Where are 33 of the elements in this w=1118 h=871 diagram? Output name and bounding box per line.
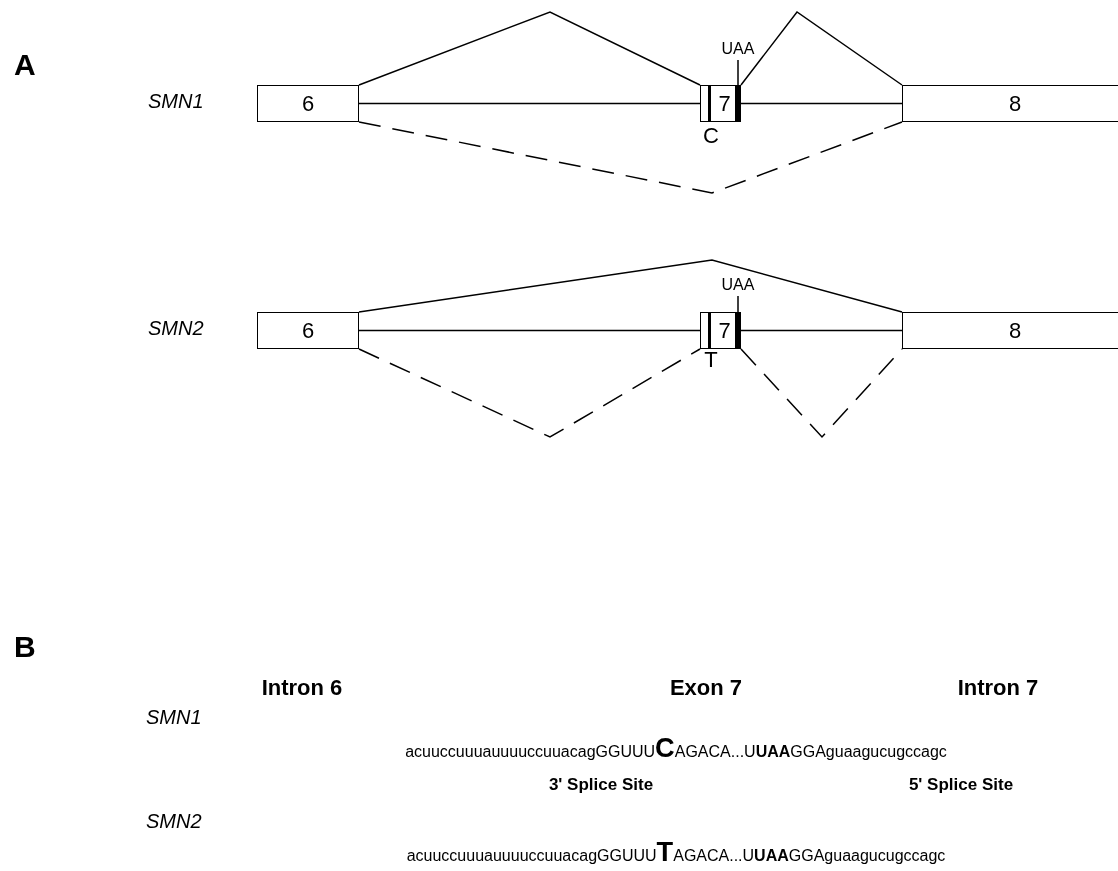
exon-box: 6 (257, 312, 359, 349)
sequence-text: acuuccuuuauuuuccuuacagGGUUUCAGACA...UUAAGGAguaagucugccagc (405, 733, 947, 763)
gene-name: SMN2 (146, 810, 202, 832)
sequence-text: acuuccuuuauuuuccuuacagGGUUUTAGACA...UUAAGGAguaagucugccagc (406, 837, 946, 867)
nucleotide-label: C (703, 124, 719, 149)
gene-name: SMN2 (148, 317, 204, 339)
splice-line (358, 121, 903, 194)
splice-line (740, 348, 903, 439)
gene-name: SMN1 (148, 90, 204, 112)
nucleotide-label: T (704, 348, 718, 373)
exon-box: 6 (257, 85, 359, 122)
gene-name: SMN1 (146, 706, 202, 728)
splice-line (358, 102, 701, 105)
splice-line (740, 102, 903, 105)
exon-box: 8 (902, 85, 1118, 122)
exon-box: 8 (902, 312, 1118, 349)
splice-line (358, 11, 701, 86)
panel-letter: B (14, 630, 36, 663)
codon-label: UAA (721, 40, 755, 58)
splice-line (358, 348, 701, 438)
panel-letter: A (14, 48, 36, 81)
splice-site-label: 3' Splice Site (548, 776, 654, 795)
region-heading: Exon 7 (669, 676, 743, 701)
codon-label: UAA (721, 276, 755, 294)
splice-site-label: 5' Splice Site (908, 776, 1014, 795)
splice-line (740, 329, 903, 332)
splice-line (358, 329, 701, 332)
exon-box: 7 (700, 85, 741, 122)
region-heading: Intron 6 (261, 676, 343, 701)
splice-line (358, 259, 903, 313)
exon-box: 7 (700, 312, 741, 349)
region-heading: Intron 7 (957, 676, 1039, 701)
splice-line (740, 10, 903, 86)
